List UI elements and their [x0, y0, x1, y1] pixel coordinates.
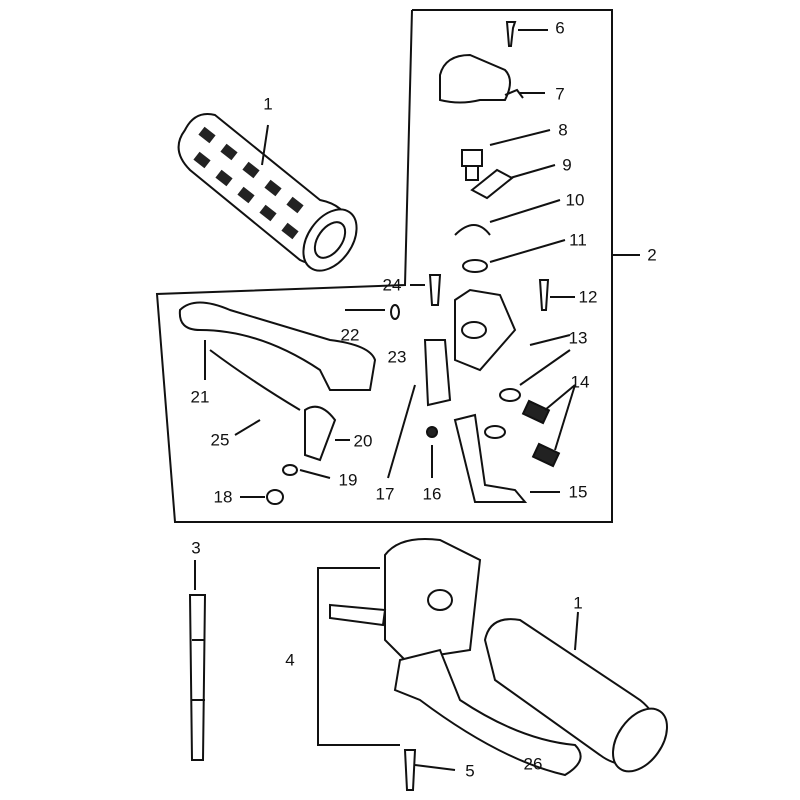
callout-6: 6 [555, 18, 565, 38]
callout-23: 23 [387, 347, 407, 367]
callout-15: 15 [568, 482, 588, 502]
callout-21: 21 [190, 387, 210, 407]
callout-12: 12 [578, 287, 598, 307]
brake-lever [178, 301, 377, 505]
grip-bottom [483, 611, 668, 773]
grip-top [177, 113, 358, 272]
cable-part-3 [188, 560, 207, 761]
callout-17: 17 [375, 484, 395, 504]
callout-7: 7 [555, 84, 565, 104]
callout-20: 20 [353, 431, 373, 451]
callout-10: 10 [565, 190, 585, 210]
callout-25: 25 [210, 430, 230, 450]
master-cylinder-parts [345, 21, 576, 503]
callout-22: 22 [340, 325, 360, 345]
callout-5: 5 [465, 761, 475, 781]
group-2-boundary [155, 9, 613, 523]
callout-8: 8 [558, 120, 568, 140]
callout-19: 19 [338, 470, 358, 490]
callout-9: 9 [562, 155, 572, 175]
callout-13: 13 [568, 328, 588, 348]
callout-2: 2 [647, 245, 657, 265]
callout-18: 18 [213, 487, 233, 507]
callout-26: 26 [523, 754, 543, 774]
callout-3: 3 [191, 538, 201, 558]
callout-11: 11 [569, 230, 587, 250]
switch-assembly [317, 538, 582, 791]
callout-4: 4 [285, 650, 295, 670]
callout-14: 14 [570, 372, 590, 392]
callout-1-bottom: 1 [573, 593, 583, 613]
callout-16: 16 [422, 484, 442, 504]
callout-1-top: 1 [263, 94, 273, 114]
callout-24: 24 [382, 275, 402, 295]
